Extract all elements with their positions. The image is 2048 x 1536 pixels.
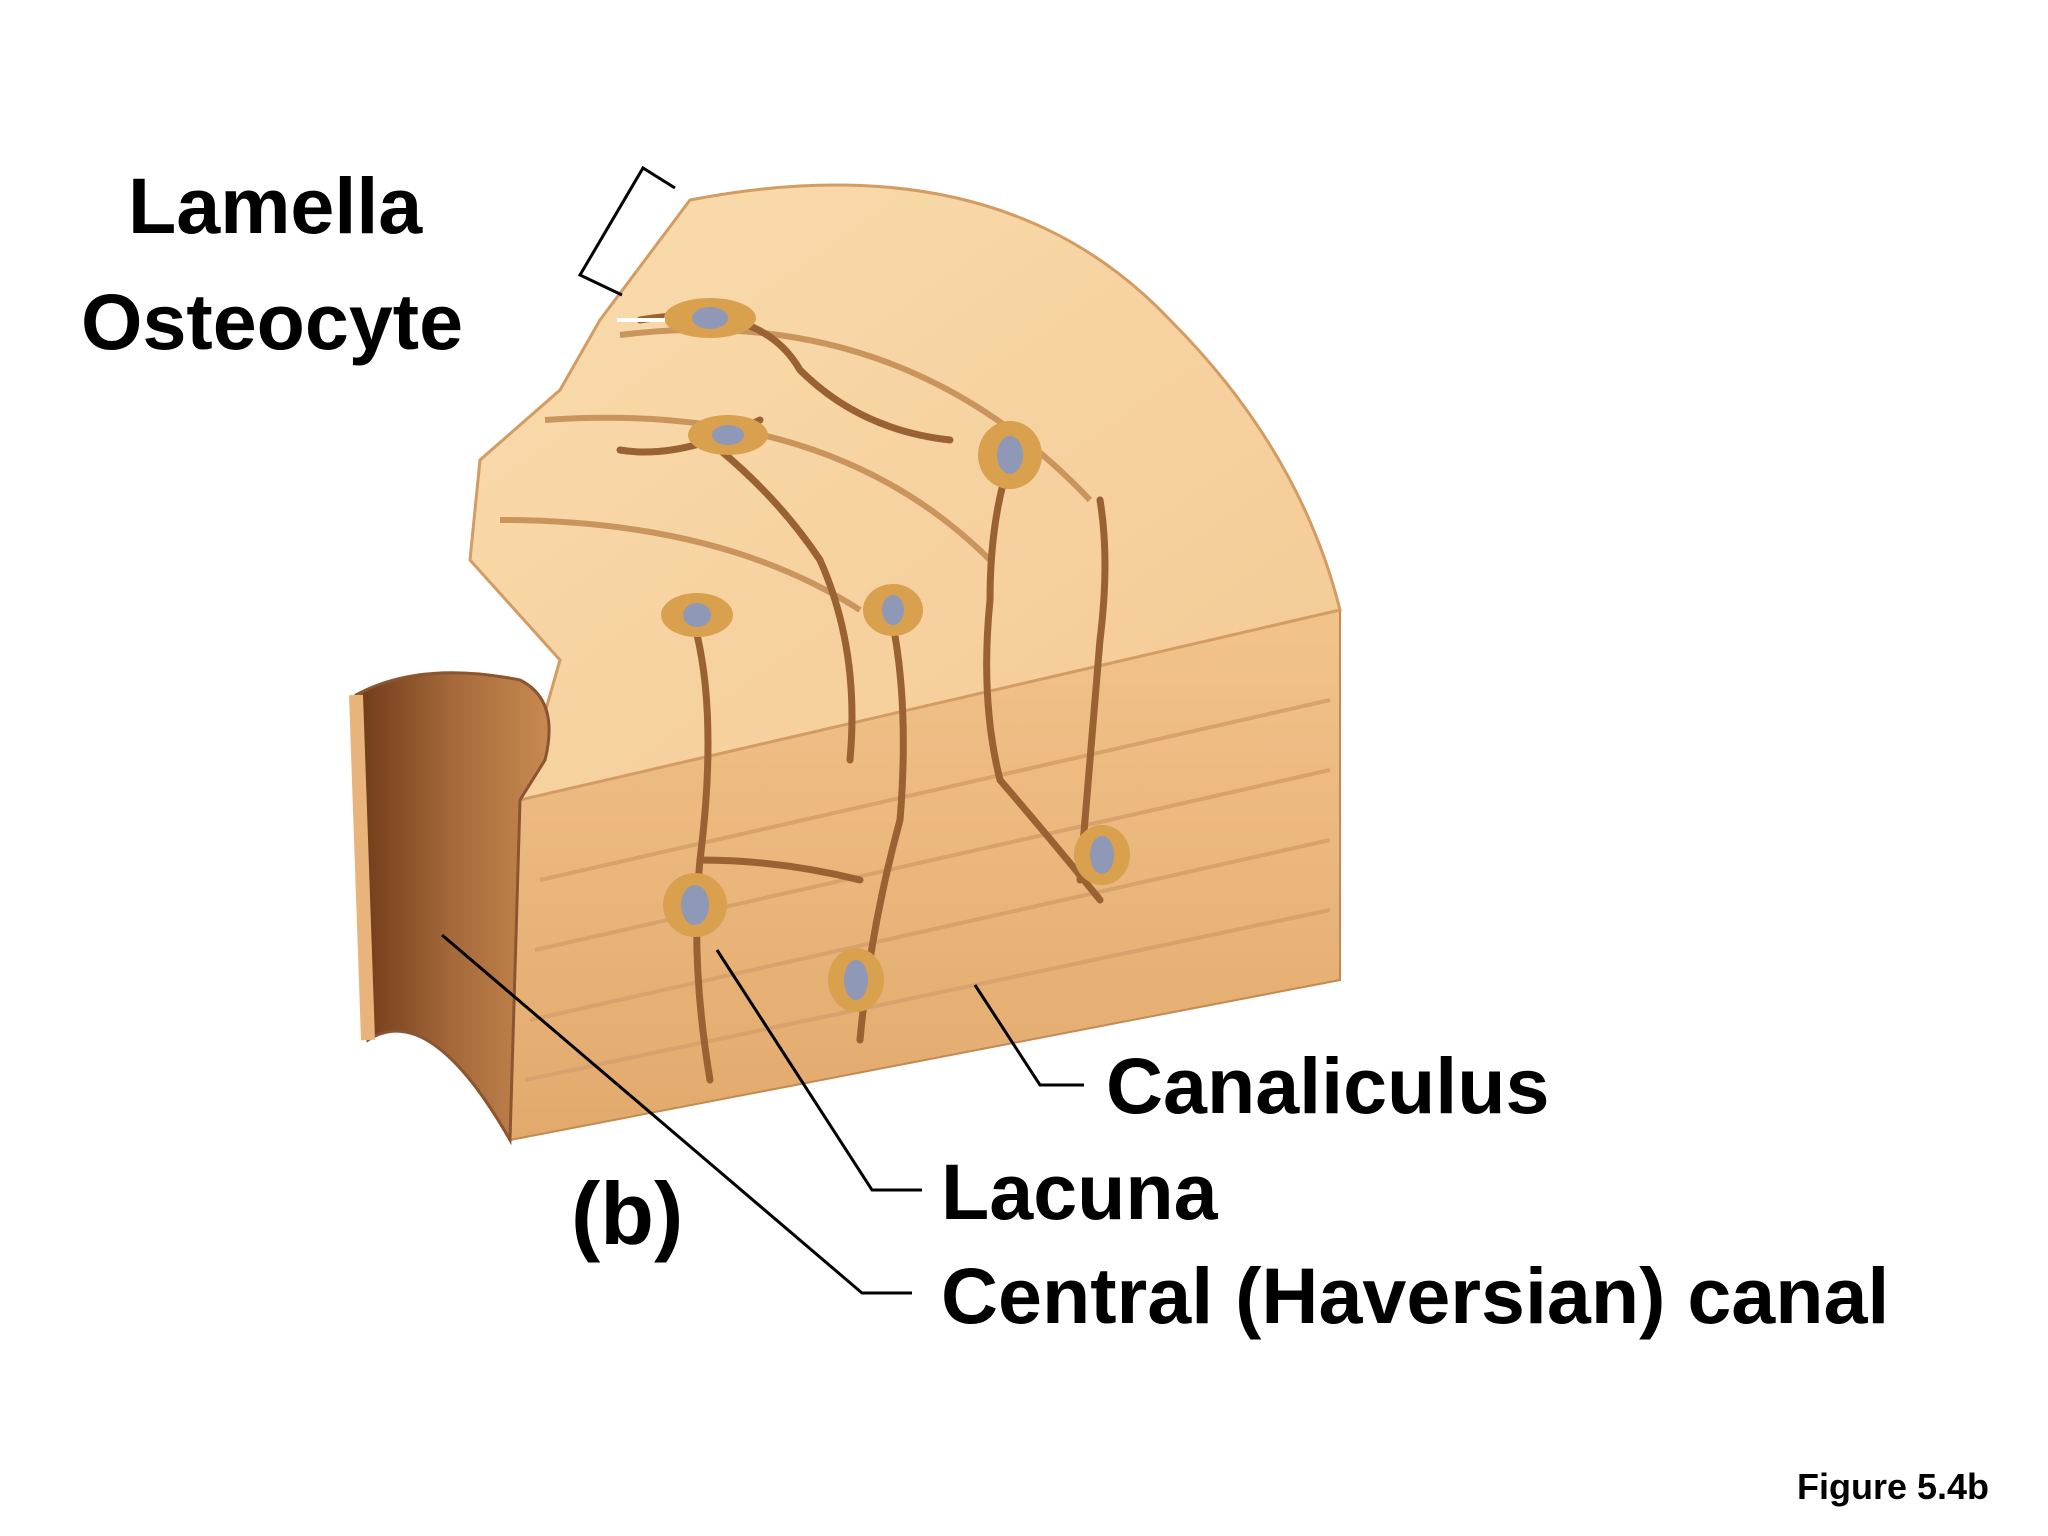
- osteocyte-1: [664, 298, 756, 338]
- leader-lines: [441, 165, 1084, 1295]
- osteocyte-7: [663, 873, 727, 937]
- lamella-label: Lamella: [128, 161, 423, 250]
- canaliculus-leader: [973, 984, 1084, 1087]
- canaliculi-network: [616, 312, 1109, 1084]
- osteocyte-8: [828, 948, 884, 1012]
- osteocyte-6: [1074, 825, 1130, 885]
- osteocytes: [661, 298, 1130, 1012]
- central-canal-label: Central (Haversian) canal: [941, 1251, 1890, 1340]
- lacuna-leader: [715, 949, 922, 1192]
- osteocyte-5: [863, 584, 923, 636]
- osteocyte-4: [661, 593, 733, 637]
- canaliculus-label: Canaliculus: [1106, 1041, 1550, 1130]
- lamella-bracket: [577, 165, 676, 297]
- osteocyte-label: Osteocyte: [81, 277, 464, 366]
- central-canal-leader: [441, 933, 912, 1295]
- osteocyte-2: [688, 415, 768, 455]
- osteocyte-3: [978, 421, 1042, 489]
- lacuna-label: Lacuna: [941, 1147, 1218, 1236]
- central-canal: [349, 671, 551, 1146]
- panel-label: (b): [571, 1164, 684, 1263]
- figure-caption: Figure 5.4b: [1797, 1466, 1990, 1507]
